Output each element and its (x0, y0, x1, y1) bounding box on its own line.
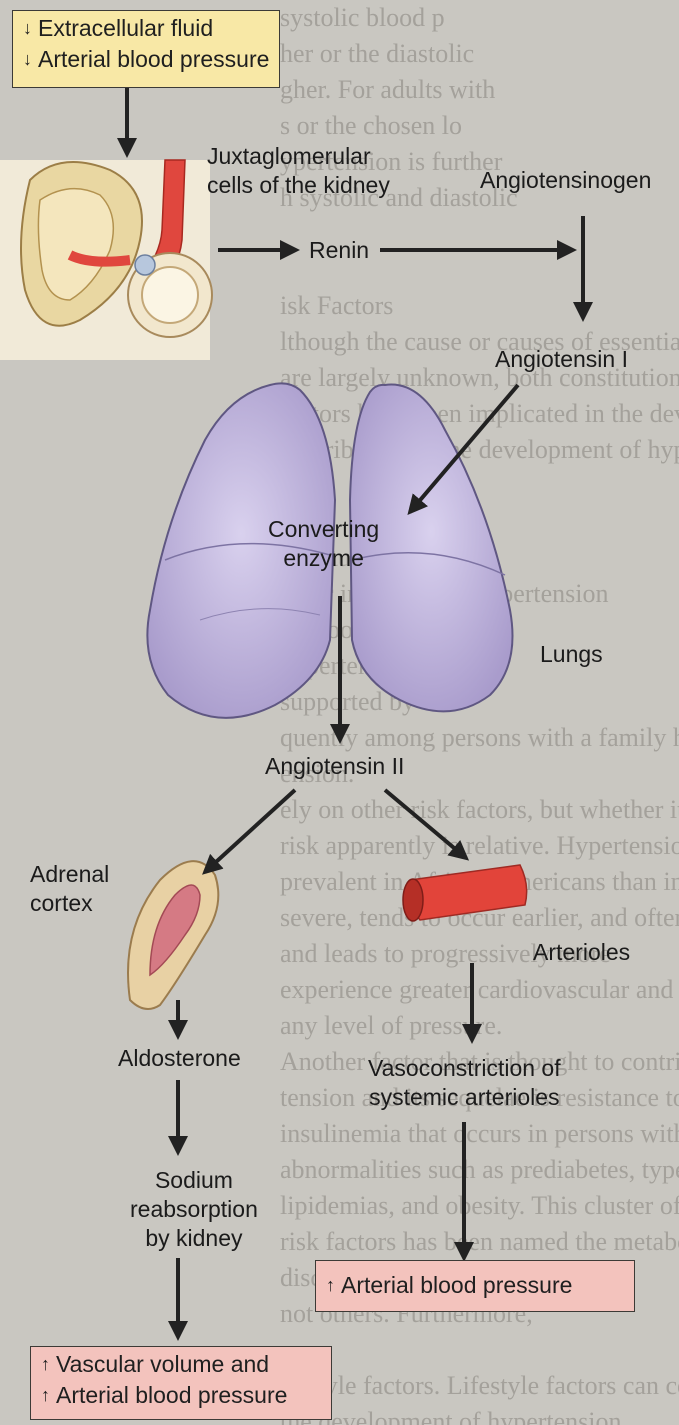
down-arrow-icon: ↓ (23, 13, 32, 44)
arteriole-illustration (403, 865, 527, 921)
arrow-angiotensin-ii-to-arterioles (385, 790, 466, 858)
kidney-illustration (0, 160, 212, 360)
arterioles-label: Arterioles (533, 938, 630, 967)
down-arrow-icon: ↓ (23, 44, 32, 75)
trigger-box: ↓Extracellular fluid ↓Arterial blood pre… (12, 10, 280, 88)
vasoconstriction-label: Vasoconstriction of systemic arterioles (368, 1054, 561, 1112)
up-arrow-icon: ↑ (41, 1380, 50, 1411)
extracellular-fluid-label: Extracellular fluid (38, 13, 213, 44)
sodium-reabsorption-label: Sodium reabsorption by kidney (130, 1166, 258, 1253)
up-arrow-icon: ↑ (326, 1270, 335, 1301)
arterial-pressure-result-box: ↑Arterial blood pressure (315, 1260, 635, 1312)
angiotensin-i-label: Angiotensin I (495, 345, 628, 374)
aldosterone-label: Aldosterone (118, 1044, 241, 1073)
converting-enzyme-label: Converting enzyme (268, 515, 379, 573)
vascular-volume-result-box: ↑Vascular volume and ↑Arterial blood pre… (30, 1346, 332, 1420)
renin-label: Renin (309, 236, 369, 265)
up-arrow-icon: ↑ (41, 1349, 50, 1380)
arterial-pressure-label: Arterial blood pressure (38, 44, 269, 75)
bottom-arterial-pressure-text: Arterial blood pressure (56, 1380, 287, 1411)
result-arterial-pressure-text: Arterial blood pressure (341, 1270, 572, 1301)
angiotensin-ii-label: Angiotensin II (265, 752, 404, 781)
vascular-volume-text: Vascular volume and (56, 1349, 269, 1380)
adrenal-cortex-illustration (128, 861, 218, 1009)
lungs-label: Lungs (540, 640, 603, 669)
arrow-angiotensin-ii-to-adrenal (205, 790, 295, 872)
angiotensinogen-label: Angiotensinogen (480, 166, 651, 195)
juxtaglomerular-label: Juxtaglomerular cells of the kidney (207, 142, 390, 200)
adrenal-cortex-label: Adrenal cortex (30, 860, 109, 918)
